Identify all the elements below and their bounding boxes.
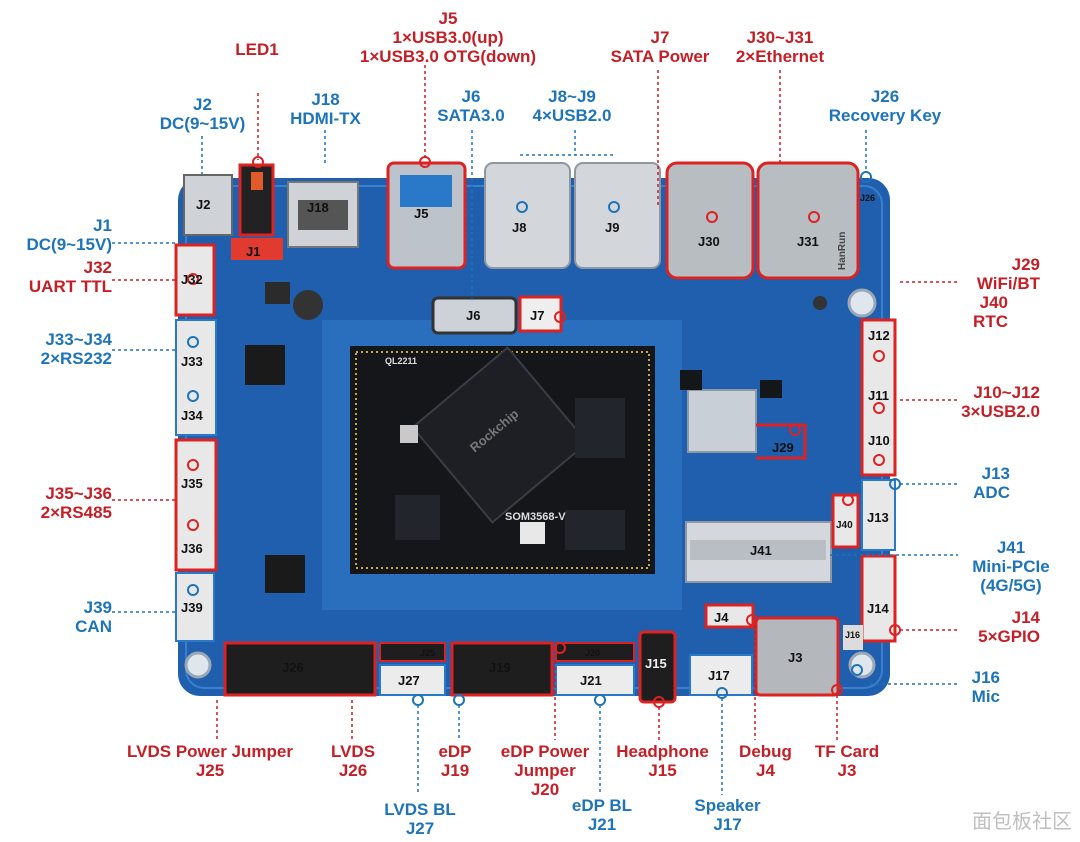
label-j18: J18 HDMI-TX (290, 90, 361, 128)
comp-j10: J10 (868, 433, 890, 448)
comp-j15: J15 (645, 656, 667, 671)
label-j33-34: J33~J34 2×RS232 (40, 330, 112, 368)
wifi-module (687, 389, 757, 453)
label-j32: J32 UART TTL (28, 258, 112, 296)
label-j6: J6 SATA3.0 (437, 87, 505, 125)
label-j20: eDP Power Jumper J20 (500, 742, 590, 799)
mount-hole (848, 651, 876, 679)
label-j27: LVDS BL J27 (384, 800, 456, 838)
comp-j14: J14 (867, 601, 889, 616)
comp-j31: J31 (797, 234, 819, 249)
label-j21: eDP BL J21 (571, 796, 633, 834)
comp-j21: J21 (580, 673, 602, 688)
comp-j32: J32 (181, 272, 203, 287)
comp-j26: J26 (282, 660, 304, 675)
comp-j27: J27 (398, 673, 420, 688)
som-label: SOM3568-V (505, 511, 566, 523)
label-j4: Debug J4 (739, 742, 792, 780)
label-j5: J5 1×USB3.0(up) 1×USB3.0 OTG(down) (359, 9, 537, 66)
comp-j30: J30 (698, 234, 720, 249)
comp-j19: J19 (489, 660, 511, 675)
label-j7: J7 SATA Power (610, 28, 710, 66)
comp-j20: J20 (585, 648, 600, 658)
comp-j17: J17 (708, 668, 730, 683)
label-j35-36: J35~J36 2×RS485 (40, 484, 112, 522)
watermark: 面包板社区 (972, 809, 1072, 833)
label-j40: J40 RTC (973, 293, 1008, 331)
comp-j18: J18 (307, 200, 329, 215)
label-j30-31: J30~J31 2×Ethernet (735, 28, 825, 66)
label-j14: J14 5×GPIO (978, 608, 1040, 646)
comp-j25: J25 (420, 648, 435, 658)
comp-j7: J7 (530, 308, 544, 323)
label-j13: J13 ADC (973, 464, 1010, 502)
comp-j16: J16 (845, 630, 860, 640)
label-j10-12: J10~J12 3×USB2.0 (961, 383, 1040, 421)
comp-j41: J41 (750, 543, 772, 558)
label-j17: Speaker J17 (694, 796, 761, 834)
comp-j8: J8 (512, 220, 526, 235)
comp-j33: J33 (181, 354, 203, 369)
comp-j13: J13 (867, 510, 889, 525)
label-j39: J39 CAN (75, 598, 112, 636)
mount-hole (184, 651, 212, 679)
label-j26: LVDS J26 (330, 742, 376, 780)
comp-j3: J3 (788, 650, 802, 665)
label-j29: J29 WiFi/BT (976, 255, 1040, 293)
label-j41: J41 Mini-PCIe (4G/5G) (972, 538, 1050, 595)
comp-j2: J2 (196, 197, 210, 212)
comp-j12: J12 (868, 328, 890, 343)
label-j16: J16 Mic (971, 668, 1000, 706)
comp-j5: J5 (414, 206, 428, 221)
comp-j36: J36 (181, 541, 203, 556)
label-j2: J2 DC(9~15V) (159, 95, 246, 133)
label-j25: LVDS Power Jumper J25 (127, 742, 293, 780)
ql-label: QL2211 (385, 356, 417, 366)
comp-j29: J29 (772, 440, 794, 455)
comp-j1: J1 (246, 244, 260, 259)
eth-brand: HanRun (837, 232, 848, 270)
comp-j35: J35 (181, 476, 203, 491)
label-j26-recovery: J26 Recovery Key (828, 87, 942, 125)
soc-chip (411, 346, 589, 524)
mount-hole (847, 288, 877, 318)
comp-j9: J9 (605, 220, 619, 235)
label-j3: TF Card J3 (814, 742, 880, 780)
label-j19: eDP J19 (438, 742, 472, 780)
comp-j11: J11 (868, 388, 889, 403)
label-led1: LED1 (235, 40, 279, 59)
comp-j26-small: J26 (860, 193, 875, 203)
label-j1: J1 DC(9~15V) (26, 216, 112, 254)
label-j8-9: J8~J9 4×USB2.0 (532, 87, 612, 125)
comp-j39: J39 (181, 600, 203, 615)
comp-j40: J40 (836, 520, 853, 531)
comp-j4: J4 (714, 610, 729, 625)
comp-j6: J6 (466, 308, 480, 323)
comp-j34: J34 (181, 408, 203, 423)
label-j15: Headphone J15 (616, 742, 709, 780)
